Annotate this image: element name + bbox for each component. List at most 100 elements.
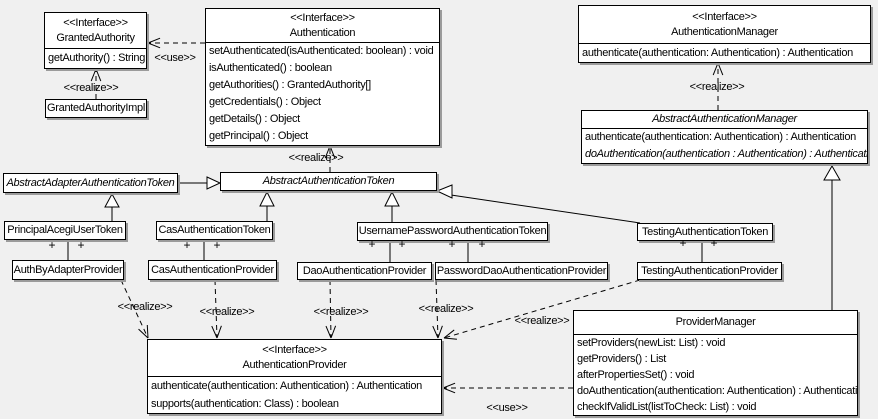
association-plus-adornment: + (48, 238, 56, 252)
methods-compartment: authenticate(authentication: Authenticat… (582, 129, 867, 163)
class-name: GrantedAuthority (56, 31, 135, 44)
methods-compartment: authenticate(authentication: Authenticat… (579, 44, 870, 62)
method-row: afterPropertiesSet() : void (577, 369, 695, 381)
edge-realize-casauthenticationprovider (214, 279, 218, 339)
open-arrowhead-icon (216, 325, 222, 339)
edge-generalize-testingtoken-to-abstracttoken (450, 194, 641, 224)
open-arrowhead-icon (442, 382, 456, 389)
class-granted-authority-impl: GrantedAuthorityImpl (45, 99, 147, 118)
edge-stereotype-label: <<use>> (486, 402, 528, 414)
methods-compartment: setProviders(newList: List) : void getPro… (574, 335, 857, 415)
association-plus-adornment: + (710, 236, 718, 250)
generalization-triangle-icon (435, 184, 453, 199)
class-cas-authentication-token: CasAuthenticationToken (156, 221, 273, 240)
method-row: authenticate(authentication: Authenticat… (585, 131, 856, 143)
association-plus-adornment: + (398, 237, 406, 251)
edge-stereotype-label: <<realize>> (117, 301, 173, 313)
class-granted-authority: <<Interface>> GrantedAuthority getAuthorit… (44, 12, 147, 69)
open-arrowhead-icon (325, 325, 332, 339)
edge-stereotype-label: <<realize>> (313, 306, 369, 318)
class-name: AbstractAuthenticationToken (262, 175, 395, 187)
class-title: <<Interface>> Authentication (206, 9, 439, 43)
open-arrowhead-icon (712, 62, 719, 76)
class-authentication-provider: <<Interface>>AuthenticationProvider authe… (147, 339, 442, 414)
class-title: <<Interface>> GrantedAuthority (45, 13, 146, 49)
class-abstract-adapter-authentication-token: AbstractAdapterAuthenticationToken (3, 173, 178, 193)
method-row: authenticate(authentication: Authenticat… (582, 47, 853, 59)
association-plus-adornment: + (77, 238, 85, 252)
class-title: PasswordDaoAuthenticationProvider (436, 263, 607, 279)
class-title: DaoAuthenticationProvider (298, 263, 431, 279)
association-plus-adornment: + (478, 237, 486, 251)
class-authentication: <<Interface>> Authentication setAuthentica… (205, 8, 440, 146)
class-name: ProviderManager (675, 316, 756, 328)
class-name: CasAuthenticationProvider (151, 263, 274, 276)
class-title: CasAuthenticationProvider (149, 261, 276, 279)
edge-realize-daoauthenticationprovider (329, 279, 332, 339)
method-row: authenticate(authentication: Authenticat… (151, 380, 422, 392)
open-arrowhead-icon (330, 325, 337, 339)
stereotype-label: <<Interface>> (63, 16, 128, 29)
class-password-dao-authentication-provider: PasswordDaoAuthenticationProvider (435, 262, 608, 280)
class-name: AbstractAuthenticationManager (652, 113, 797, 125)
class-title: PrincipalAcegiUserToken (5, 222, 125, 239)
stereotype-label: <<Interface>> (262, 344, 327, 356)
edge-stereotype-label: <<realize>> (63, 82, 119, 94)
generalization-triangle-icon (823, 164, 841, 181)
method-row: checkIfValidList(listToCheck: List) : vo… (577, 401, 757, 413)
stereotype-label: <<Interface>> (290, 11, 355, 24)
method-row: getProviders() : List (577, 353, 667, 365)
method-row: setProviders(newList: List) : void (577, 337, 726, 349)
class-name: AbstractAdapterAuthenticationToken (6, 176, 175, 189)
methods-compartment: authenticate(authentication: Authenticat… (148, 377, 441, 413)
method-row: isAuthenticated() : boolean (209, 62, 332, 74)
open-arrowhead-icon (147, 42, 161, 49)
generalization-triangle-icon (104, 192, 120, 208)
class-name: CasAuthenticationToken (158, 224, 271, 236)
generalization-triangle-icon (259, 190, 275, 207)
stereotype-label: <<Interface>> (692, 10, 757, 23)
open-arrowhead-icon (211, 325, 218, 339)
class-auth-by-adapter-provider: AuthByAdapterProvider (12, 260, 124, 280)
open-arrowhead-icon (95, 68, 102, 82)
class-name: TestingAuthenticationProvider (641, 264, 778, 277)
edge-realize-testingprovider (443, 279, 641, 339)
class-username-password-authentication-token: UsernamePasswordAuthenticationToken (357, 222, 548, 241)
class-title: TestingAuthenticationToken (638, 224, 772, 240)
method-row: getAuthority() : String (48, 52, 146, 64)
edge-stereotype-label: <<realize>> (689, 81, 745, 93)
class-name: DaoAuthenticationProvider (302, 264, 427, 277)
class-name: AuthenticationManager (671, 25, 778, 38)
open-arrowhead-icon (437, 325, 443, 339)
generalization-triangle-icon (206, 176, 222, 190)
methods-compartment: getAuthority() : String (45, 49, 146, 68)
class-testing-authentication-provider: TestingAuthenticationProvider (637, 262, 782, 280)
open-arrowhead-icon (324, 145, 331, 159)
open-arrowhead-icon (442, 387, 456, 394)
edge-stereotype-label: <<use>> (154, 52, 196, 64)
class-name: UsernamePasswordAuthenticationToken (358, 225, 547, 237)
class-provider-manager: ProviderManager setProviders(newList: Lis… (573, 310, 858, 416)
method-row: setAuthenticated(isAuthenticated: boolea… (209, 45, 434, 57)
open-arrowhead-icon (717, 62, 724, 76)
open-arrowhead-icon (432, 325, 439, 339)
class-title: CasAuthenticationToken (157, 222, 272, 239)
method-row: doAuthentication(authentication : Authen… (585, 148, 867, 160)
class-title: <<Interface>> AuthenticationManager (579, 6, 870, 44)
edge-stereotype-label: <<realize>> (418, 303, 474, 315)
open-arrowhead-icon (138, 328, 149, 339)
class-name: PasswordDaoAuthenticationProvider (436, 264, 607, 277)
class-name: GrantedAuthorityImpl (47, 102, 145, 114)
open-arrowhead-icon (90, 68, 97, 82)
open-arrowhead-icon (329, 145, 336, 159)
edge-realize-passworddaoprovider (435, 279, 439, 339)
association-plus-adornment: + (448, 237, 456, 251)
class-title: <<Interface>>AuthenticationProvider (148, 340, 441, 377)
class-abstract-authentication-manager: AbstractAuthenticationManager authenticat… (581, 110, 868, 164)
class-name: Authentication (289, 26, 356, 39)
class-title: AbstractAdapterAuthenticationToken (4, 174, 177, 192)
class-title: AuthByAdapterProvider (13, 261, 123, 279)
edge-stereotype-label: <<realize>> (288, 152, 344, 164)
